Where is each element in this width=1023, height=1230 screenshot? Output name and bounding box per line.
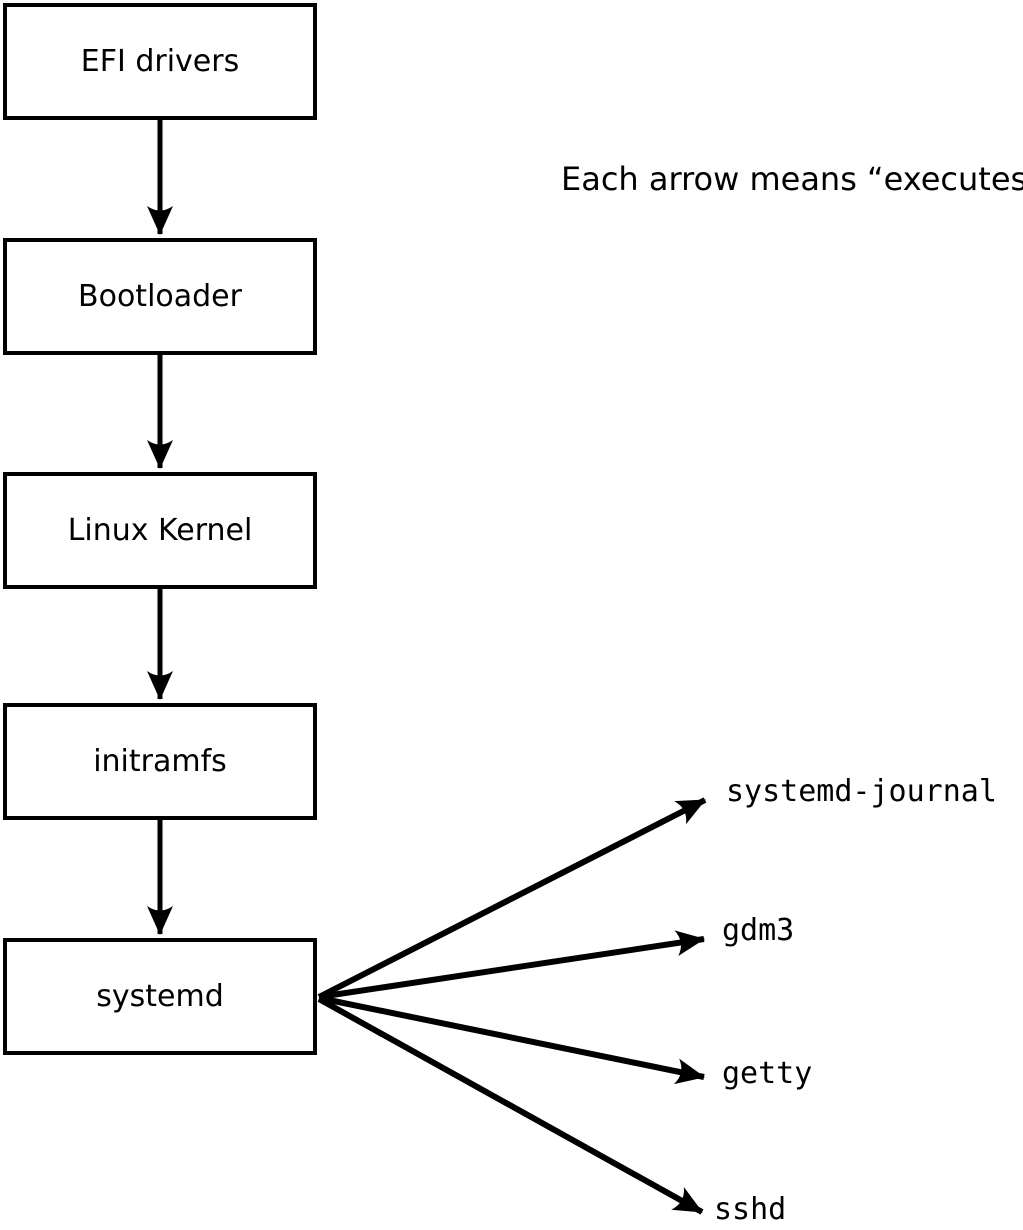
node-systemd-label: systemd: [96, 978, 224, 1014]
node-bootloader-label: Bootloader: [78, 278, 242, 314]
arrow-systemd-to-getty: [318, 995, 705, 1085]
service-label-getty: getty: [722, 1056, 813, 1091]
node-efi-drivers-label: EFI drivers: [80, 43, 240, 79]
node-efi-drivers: EFI drivers: [3, 3, 317, 120]
arrow-meaning-note: Each arrow means “executes”.: [561, 160, 1023, 198]
node-bootloader: Bootloader: [3, 238, 317, 355]
node-linux-kernel-label: Linux Kernel: [67, 512, 253, 548]
node-systemd: systemd: [3, 938, 317, 1055]
service-label-gdm3: gdm3: [722, 913, 795, 948]
node-initramfs-label: initramfs: [93, 743, 227, 779]
arrow-systemd-to-journal: [317, 797, 707, 1000]
arrow-systemd-to-sshd: [317, 996, 704, 1215]
node-initramfs: initramfs: [3, 703, 317, 820]
node-linux-kernel: Linux Kernel: [3, 472, 317, 589]
service-label-sshd: sshd: [714, 1192, 787, 1227]
service-label-systemd-journal: systemd-journal: [726, 774, 997, 809]
arrow-systemd-to-gdm3: [318, 930, 705, 1000]
